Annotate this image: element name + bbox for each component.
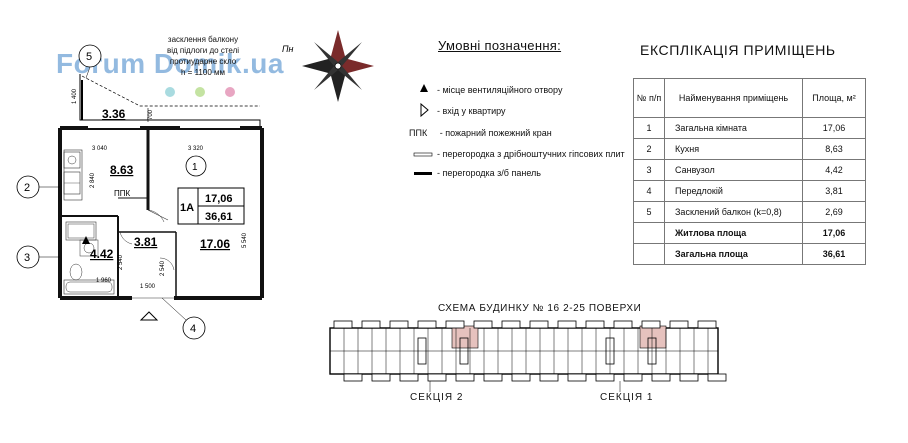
cell-name: Передлокій — [664, 180, 803, 202]
table-row: 4 Передлокій 3,81 — [633, 180, 866, 202]
cell-area: 17,06 — [802, 222, 866, 244]
cell-area: 2,69 — [802, 201, 866, 223]
dim: 1 500 — [140, 284, 156, 290]
table-row: 5 Засклений балкон (k=0,8) 2,69 — [633, 201, 866, 223]
legend-item: - перегородка з дрібноштучних гіпсових п… — [437, 149, 625, 159]
color-dot — [195, 87, 205, 97]
table-header: № п/п Найменування приміщень Площа, м² — [633, 78, 866, 118]
header-num: № п/п — [633, 78, 665, 118]
gypsum-partition-icon — [413, 152, 433, 157]
vent-triangle-icon — [420, 84, 428, 92]
scheme-title: СХЕМА БУДИНКУ № 16 2-25 ПОВЕРХИ — [438, 303, 642, 314]
dim: 2 840 — [90, 172, 96, 188]
dim: 5 540 — [242, 232, 248, 248]
cell-num: 2 — [633, 138, 665, 160]
room-label-balcony: 3.36 — [102, 107, 126, 121]
legend-item: - перегородка з/б панель — [437, 168, 541, 178]
entry-arrow-icon — [420, 102, 429, 118]
room-label-hall: 3.81 — [134, 235, 158, 249]
balcony-note: засклення балкону від підлоги до стелі п… — [158, 34, 248, 78]
cell-name: Загальна площа — [664, 243, 803, 265]
apartment-type: 1А — [180, 202, 194, 214]
dim: 2 540 — [118, 254, 124, 270]
apartment-total-area: 36,61 — [205, 211, 233, 223]
cell-area: 8,63 — [802, 138, 866, 160]
room-number: 1 — [192, 162, 198, 173]
dim: 1 400 — [72, 88, 78, 104]
cell-area: 4,42 — [802, 159, 866, 181]
table-row: 3 Санвузол 4,42 — [633, 159, 866, 181]
axis-label: 2 — [24, 182, 30, 194]
dim: 1 960 — [96, 278, 112, 284]
section-1-label: СЕКЦІЯ 1 — [600, 392, 654, 403]
dim: 3 040 — [92, 146, 108, 152]
cell-name: Загальна кімната — [664, 117, 803, 139]
note-line: від підлоги до стелі — [166, 46, 240, 55]
color-dot — [165, 87, 175, 97]
cell-area: 3,81 — [802, 180, 866, 202]
room-label-bath: 4.42 — [90, 247, 114, 261]
dim: 2 540 — [160, 260, 166, 276]
table-row: 2 Кухня 8,63 — [633, 138, 866, 160]
note-line: протиударне скло — [169, 57, 237, 66]
legend-item: ППК - пожарний пожежний кран — [409, 128, 552, 138]
table-total-row: Житлова площа 17,06 — [633, 222, 866, 244]
cell-name: Кухня — [664, 138, 803, 160]
header-name: Найменування приміщень — [664, 78, 803, 118]
axis-label: 3 — [24, 252, 30, 264]
color-dot — [225, 87, 235, 97]
apartment-living-area: 17,06 — [205, 193, 233, 205]
explication-table: № п/п Найменування приміщень Площа, м² 1… — [633, 78, 866, 265]
room-label-living: 17.06 — [200, 237, 230, 251]
note-line: h = 1100 мм — [181, 68, 225, 77]
legend-prefix: ППК — [409, 128, 428, 138]
legend-item: - вхід у квартиру — [437, 106, 506, 116]
note-line: засклення балкону — [167, 35, 239, 44]
explication-title: ЕКСПЛІКАЦІЯ ПРИМІЩЕНЬ — [640, 42, 836, 58]
dim: 3 320 — [188, 146, 204, 152]
legend-label: - пожарний пожежний кран — [439, 128, 552, 138]
building-scheme — [329, 320, 727, 392]
concrete-partition-icon — [414, 172, 432, 175]
cell-num: 3 — [633, 159, 665, 181]
dim: 700 — [148, 109, 154, 120]
cell-num: 4 — [633, 180, 665, 202]
cell-num: 5 — [633, 201, 665, 223]
legend-title: Умовні позначення: — [438, 38, 562, 53]
cell-name: Засклений балкон (k=0,8) — [664, 201, 803, 223]
cell-name: Санвузол — [664, 159, 803, 181]
cell-area: 17,06 — [802, 117, 866, 139]
axis-label: 5 — [86, 51, 92, 63]
axis-label: 4 — [190, 323, 196, 335]
table-row: 1 Загальна кімната 17,06 — [633, 117, 866, 139]
cell-num: 1 — [633, 117, 665, 139]
section-2-label: СЕКЦІЯ 2 — [410, 392, 464, 403]
table-total-row: Загальна площа 36,61 — [633, 243, 866, 265]
compass-rose-icon — [302, 30, 374, 102]
north-label: Пн — [282, 44, 294, 54]
header-area: Площа, м² — [802, 78, 866, 118]
legend-item: - місце вентиляційного отвору — [437, 85, 563, 95]
cell-name: Житлова площа — [664, 222, 803, 244]
room-label-kitchen: 8.63 — [110, 163, 134, 177]
cell-area: 36,61 — [802, 243, 866, 265]
ppk-label: ППК — [114, 189, 131, 198]
